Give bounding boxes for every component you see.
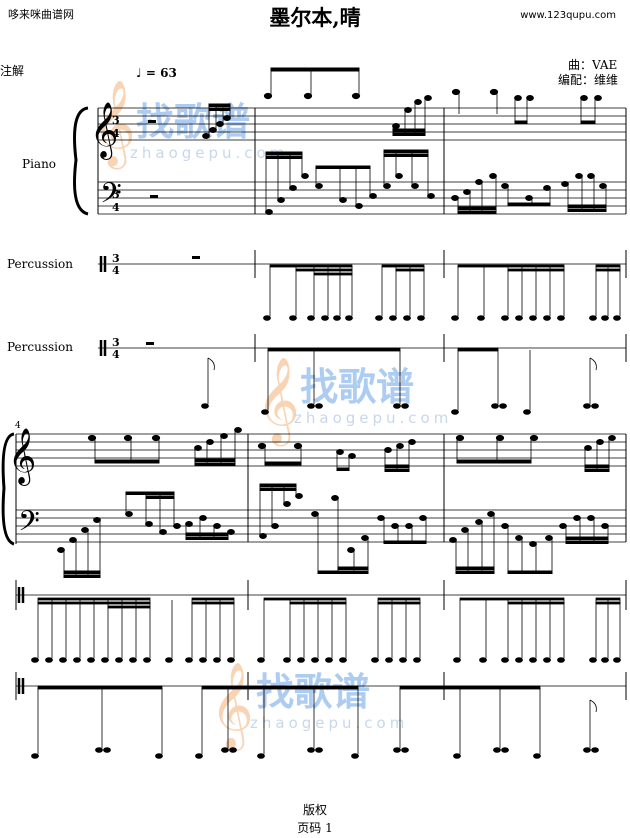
percussion-1-notes-2 <box>31 597 621 663</box>
watermark-domain: zhaogepu.com <box>250 714 408 732</box>
rest-icon <box>150 195 158 198</box>
copyright-text: 版权 <box>302 803 327 817</box>
tempo-marking: ♩ = 63 <box>136 66 177 80</box>
svg-text:4: 4 <box>112 264 120 277</box>
annotation-label: 注解 <box>0 64 25 78</box>
watermark-clef-icon: 𝄞 <box>210 662 254 752</box>
svg-text:4: 4 <box>112 348 120 361</box>
instrument-label-piano: Piano <box>22 157 57 171</box>
system-1-glyphs: 𝄞 𝄢 3 4 3 4 3 4 3 4 <box>90 102 200 361</box>
svg-text:3: 3 <box>112 188 120 201</box>
percussion-2-notes-2 <box>31 685 599 759</box>
bass-staff <box>16 509 626 543</box>
watermark-domain: zhaogepu.com <box>294 409 452 427</box>
bass-clef-icon: 𝄢 <box>18 505 40 545</box>
instrument-label-percussion-2: Percussion <box>7 340 73 354</box>
piano-brace <box>73 106 89 216</box>
bass-staff <box>98 181 626 215</box>
watermark-middle: 𝄞 找歌谱 zhaogepu.com <box>256 357 452 447</box>
percussion-clef-icon <box>17 587 25 694</box>
rest-icon <box>192 256 200 259</box>
bass-notes-1 <box>265 149 607 215</box>
arranger-credit: 编配：维维 <box>558 73 619 87</box>
composer-credit: 曲：VAE <box>568 58 618 72</box>
watermark-top: 𝄞 找歌谱 zhaogepu.com <box>92 80 288 170</box>
treble-staff <box>98 107 626 141</box>
piano-brace <box>1 432 15 546</box>
barlines <box>254 108 627 362</box>
page-number: 页码 1 <box>297 821 333 835</box>
bass-clef-icon: 𝄢 <box>100 177 122 217</box>
percussion-2-notes <box>201 347 599 415</box>
watermark-domain: zhaogepu.com <box>130 144 288 162</box>
instrument-label-percussion-1: Percussion <box>7 257 73 271</box>
watermark-clef-icon: 𝄞 <box>256 357 300 447</box>
measure-number: 4 <box>15 421 21 431</box>
treble-notes-2 <box>87 427 616 472</box>
treble-notes-1 <box>202 67 602 139</box>
watermark-bottom: 𝄞 找歌谱 zhaogepu.com <box>210 662 408 752</box>
svg-text:3: 3 <box>112 252 120 265</box>
watermark-brand: 找歌谱 <box>300 365 414 409</box>
treble-clef-icon: 𝄞 <box>90 102 118 160</box>
site-name: 哆来咪曲谱网 <box>8 8 74 21</box>
time-signature-upper: 3 <box>112 114 120 127</box>
rest-icon <box>148 120 156 123</box>
bass-notes-2 <box>57 483 609 578</box>
percussion-1-notes <box>263 264 621 321</box>
tempo-value: = 63 <box>145 66 177 80</box>
percussion-clef-icon <box>99 256 107 356</box>
treble-staff <box>16 433 626 467</box>
system-2 <box>1 432 627 700</box>
watermark-clef-icon: 𝄞 <box>92 80 136 170</box>
time-signature-lower: 4 <box>112 127 120 140</box>
quarter-note-icon: ♩ <box>136 66 142 80</box>
svg-text:4: 4 <box>112 201 120 214</box>
rest-icon <box>146 342 154 345</box>
treble-clef-icon: 𝄞 <box>8 428 36 486</box>
site-url[interactable]: www.123qupu.com <box>520 10 616 21</box>
system-1 <box>73 106 627 362</box>
svg-text:3: 3 <box>112 336 120 349</box>
score-title: 墨尔本,晴 <box>269 5 361 30</box>
watermark-brand: 找歌谱 <box>256 670 370 714</box>
